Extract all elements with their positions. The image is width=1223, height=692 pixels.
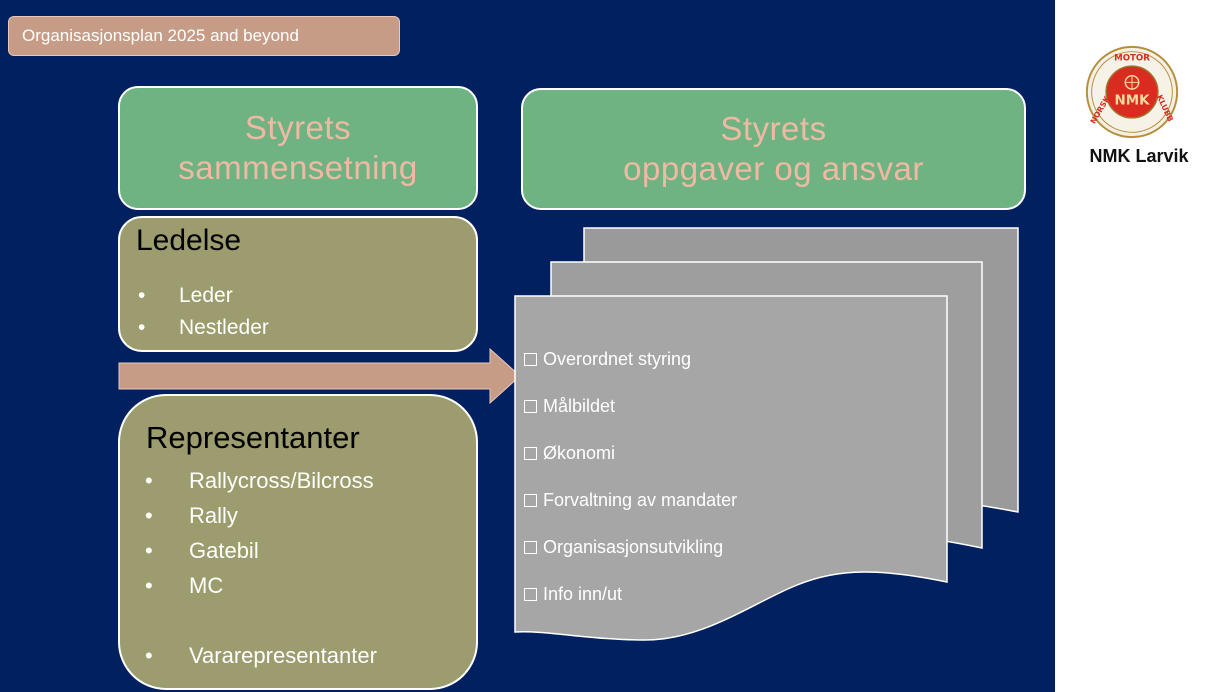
ledelse-item-text: Leder: [179, 284, 233, 307]
list-item: • Rallycross/Bilcross: [145, 463, 377, 498]
right-title-line2: oppgaver og ansvar: [623, 150, 924, 187]
task-text: Info inn/ut: [543, 584, 623, 604]
ledelse-list: • Leder • Nestleder: [138, 280, 269, 344]
representanter-item-text: Rallycross/Bilcross: [189, 468, 374, 493]
list-item: • Leder: [138, 280, 269, 312]
ledelse-item-text: Nestleder: [179, 316, 269, 339]
left-title-line2: sammensetning: [178, 149, 418, 186]
task-checklist: Overordnet styring Målbildet Økonomi For…: [524, 342, 737, 624]
document-stack-shape: [514, 227, 1019, 641]
header-badge: Organisasjonsplan 2025 and beyond: [8, 16, 400, 56]
left-title-box: Styrets sammensetning: [118, 86, 478, 210]
right-title-box: Styrets oppgaver og ansvar: [521, 88, 1026, 210]
checkbox-icon: [524, 353, 537, 366]
logo-caption: NMK Larvik: [1089, 146, 1189, 166]
task-text: Forvaltning av mandater: [543, 490, 738, 510]
bullet-icon: •: [145, 503, 153, 528]
checkbox-icon: [524, 447, 537, 460]
list-item: • Rally: [145, 498, 377, 533]
list-item: • Nestleder: [138, 312, 269, 344]
representanter-item-text: MC: [189, 573, 224, 598]
list-item: Organisasjonsutvikling: [524, 530, 737, 577]
left-title-line1: Styrets: [244, 109, 352, 146]
checkbox-icon: [524, 541, 537, 554]
task-text: Overordnet styring: [543, 349, 692, 369]
list-item: Målbildet: [524, 389, 737, 436]
list-item: Overordnet styring: [524, 342, 737, 389]
ledelse-box: Ledelse • Leder • Nestleder: [118, 216, 478, 352]
list-item: Økonomi: [524, 436, 737, 483]
nmk-seal-logo: NMK MOTOR NORSK KLUBB: [1085, 45, 1179, 139]
list-item: • MC: [145, 568, 377, 603]
representanter-box: Representanter • Rallycross/Bilcross • Ral…: [118, 394, 478, 690]
checkbox-icon: [524, 400, 537, 413]
bullet-icon: •: [145, 468, 153, 493]
right-title-line1: Styrets: [720, 110, 827, 147]
ledelse-heading: Ledelse: [136, 224, 242, 257]
list-item: Forvaltning av mandater: [524, 483, 737, 530]
representanter-list: • Rallycross/Bilcross • Rally • Gatebil • MC…: [145, 463, 377, 673]
checkbox-icon: [524, 494, 537, 507]
bullet-icon: •: [145, 573, 153, 598]
representanter-item-text: Gatebil: [189, 538, 259, 563]
task-text: Organisasjonsutvikling: [543, 537, 724, 557]
bullet-icon: •: [145, 643, 153, 668]
list-item: • Gatebil: [145, 533, 377, 568]
bullet-icon: •: [145, 538, 153, 563]
representanter-item-text: Vararepresentanter: [189, 643, 377, 668]
checkbox-icon: [524, 588, 537, 601]
bullet-icon: •: [138, 284, 146, 307]
representanter-item-text: Rally: [189, 503, 238, 528]
right-arrow-icon: [118, 348, 521, 405]
svg-text:NMK: NMK: [1114, 93, 1150, 108]
list-item: • Vararepresentanter: [145, 638, 377, 673]
list-item: Info inn/ut: [524, 577, 737, 624]
task-text: Økonomi: [543, 443, 616, 463]
bullet-icon: •: [138, 316, 146, 339]
svg-text:MOTOR: MOTOR: [1114, 53, 1150, 63]
task-text: Målbildet: [543, 396, 616, 416]
representanter-heading: Representanter: [146, 420, 360, 455]
